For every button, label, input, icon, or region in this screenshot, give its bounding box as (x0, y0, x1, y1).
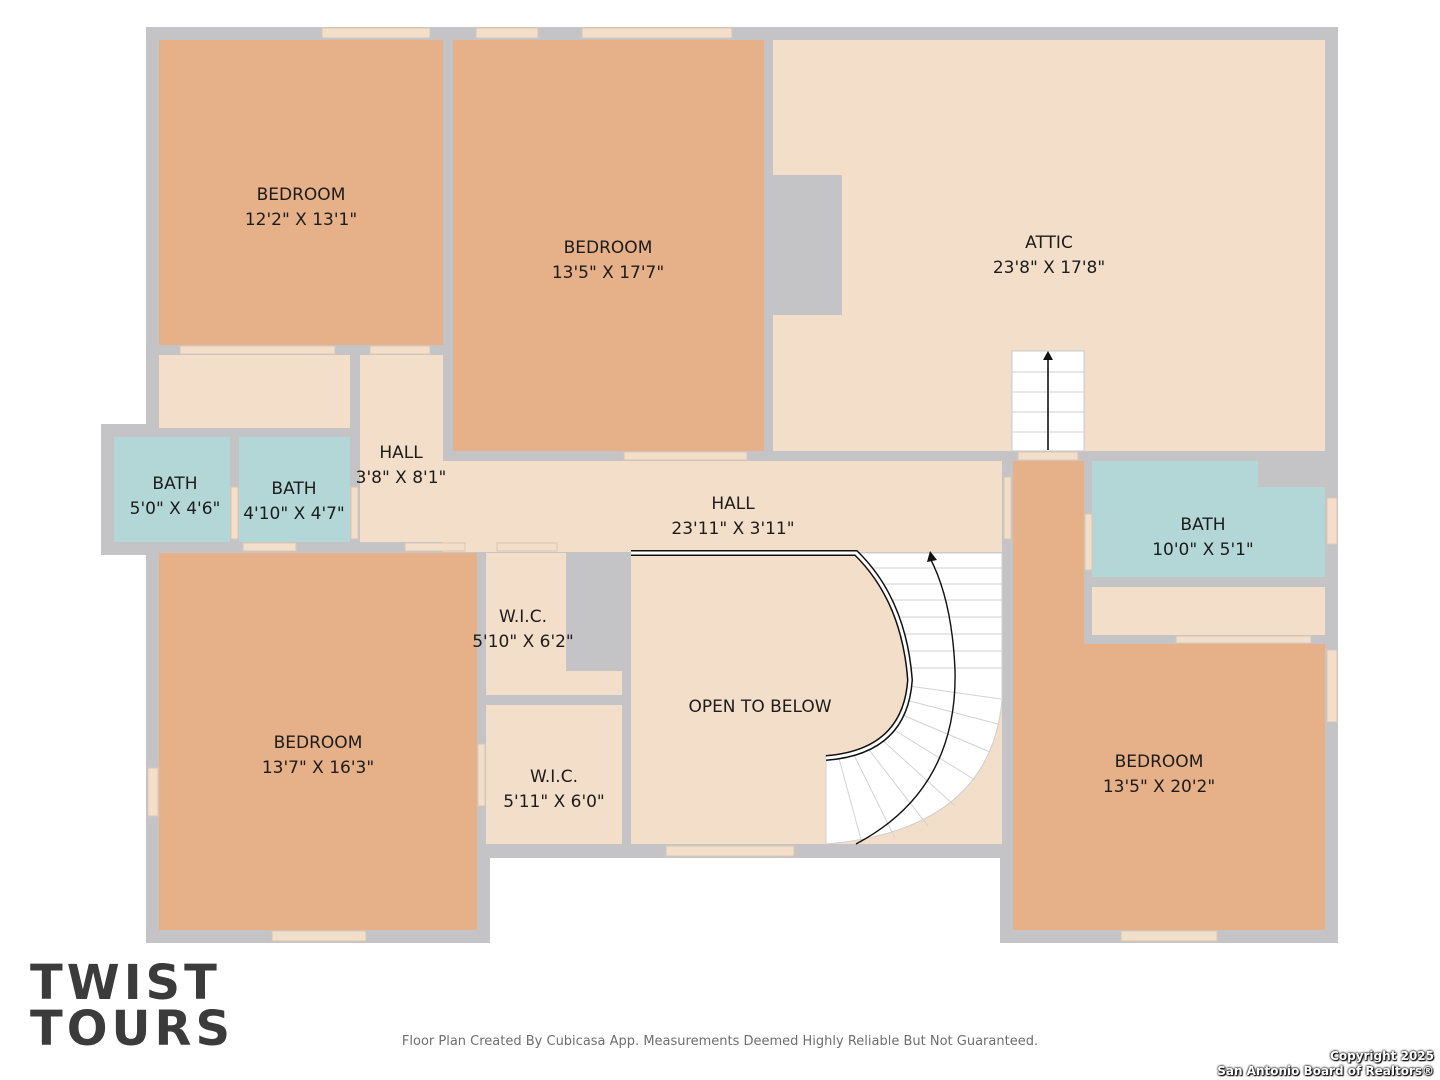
room-bedroom-nw (159, 40, 443, 345)
room-bedroom-nc (453, 40, 764, 451)
label-bedroom-sw-name: BEDROOM (274, 733, 363, 753)
label-bedroom-sw-dims: 13'7" X 16'3" (262, 758, 374, 778)
label-bedroom-nc-dims: 13'5" X 17'7" (552, 263, 664, 283)
label-hall-long-dims: 23'11" X 3'11" (671, 519, 794, 539)
room-wic-2 (486, 705, 622, 844)
label-hall-long-name: HALL (711, 494, 755, 514)
label-bath-1-name: BATH (152, 474, 197, 494)
room-bedroom-sw (159, 553, 477, 930)
label-wic-1-dims: 5'10" X 6'2" (472, 632, 574, 652)
room-labels: BEDROOM 12'2" X 13'1" BEDROOM 13'5" X 17… (130, 185, 1254, 812)
staircase-direction-arrow-icon (927, 551, 937, 562)
copyright-line-2: San Antonio Board of Realtors® (1217, 1064, 1434, 1078)
windows (147, 27, 1338, 942)
room-wic-1 (486, 553, 622, 695)
label-open-below: OPEN TO BELOW (688, 697, 831, 717)
label-bath-3-name: BATH (1180, 515, 1225, 535)
label-bath-1-dims: 5'0" X 4'6" (130, 499, 221, 519)
room-bath-1 (114, 437, 230, 542)
room-hall-long (443, 461, 1002, 552)
label-bath-2-name: BATH (271, 479, 316, 499)
label-bedroom-nw-name: BEDROOM (257, 185, 346, 205)
label-wic-2-dims: 5'11" X 6'0" (503, 792, 605, 812)
room-closet-nw (159, 355, 350, 428)
label-wic-1-name: W.I.C. (499, 607, 547, 627)
attic-stairs (1011, 350, 1085, 452)
bath-3-notch (1258, 461, 1325, 487)
logo-line-2: TOURS (30, 1001, 235, 1057)
label-wic-2-name: W.I.C. (530, 767, 578, 787)
floor-plan-disclaimer: Floor Plan Created By Cubicasa App. Meas… (401, 1034, 1039, 1049)
copyright-line-1: Copyright 2025 (1330, 1049, 1434, 1063)
label-hall-small-dims: 3'8" X 8'1" (356, 468, 447, 488)
stairs-up-arrow-icon (1043, 351, 1053, 360)
curved-staircase (631, 550, 1003, 845)
label-bath-3-dims: 10'0" X 5'1" (1152, 540, 1254, 560)
attic-chimney (773, 175, 842, 315)
room-closet-e (1092, 587, 1325, 635)
label-bedroom-nc-name: BEDROOM (564, 238, 653, 258)
label-bedroom-se-name: BEDROOM (1115, 752, 1204, 772)
logo-line-1: TWIST (30, 955, 221, 1011)
label-bath-2-dims: 4'10" X 4'7" (243, 504, 345, 524)
room-bath-2 (239, 437, 350, 542)
twist-tours-logo: TWIST TOURS (30, 955, 235, 1057)
label-bedroom-se-dims: 13'5" X 20'2" (1103, 777, 1215, 797)
label-hall-small-name: HALL (379, 443, 423, 463)
label-attic-dims: 23'8" X 17'8" (993, 258, 1105, 278)
room-bedroom-se (1013, 461, 1325, 930)
label-bedroom-nw-dims: 12'2" X 13'1" (245, 210, 357, 230)
room-hall-small (360, 355, 443, 542)
doors (179, 345, 1312, 807)
label-attic-name: ATTIC (1025, 233, 1073, 253)
copyright-notice: Copyright 2025 San Antonio Board of Real… (1217, 1049, 1434, 1079)
